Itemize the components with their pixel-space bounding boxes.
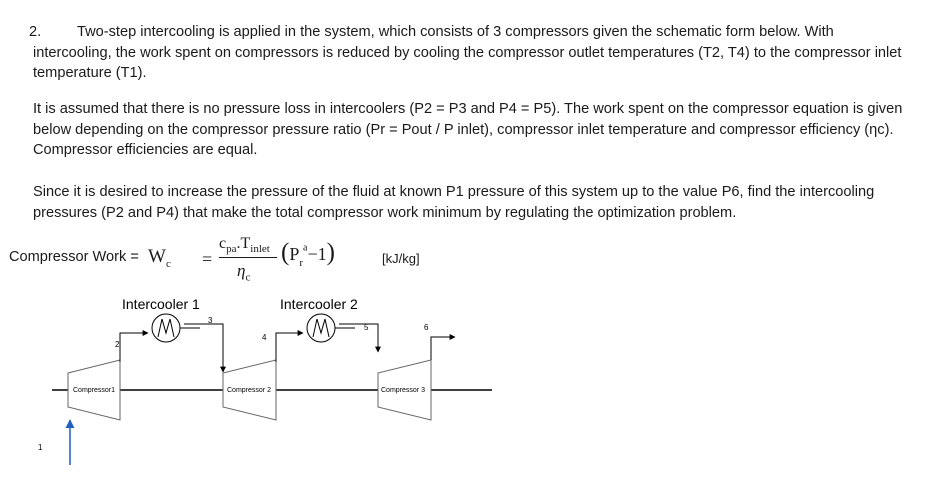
formula-denominator: ηc [237,261,251,284]
intercooler-2-coil-icon [312,318,330,338]
compressor-work-formula: Compressor Work = Wc = cpa.Tinlet ηc (Pr… [9,233,529,293]
compressor-3-label: Compressor 3 [381,387,425,394]
compressor-2 [222,359,277,421]
flow-4-line [275,330,304,362]
state-3-label: 3 [208,316,213,325]
formula-fraction-bar [219,257,277,258]
question-number: 2. [29,24,42,40]
intercooler-1-coil-icon [157,318,175,338]
state-6-label: 6 [424,323,429,332]
outlet-flow-arrow [430,334,456,360]
state-1-label: 1 [38,443,43,452]
state-5-label: 5 [364,323,369,332]
formula-pressure-term: (Pra−1) [281,239,335,269]
paragraph-2: It is assumed that there is no pressure … [33,101,903,158]
flow-5-line [339,323,381,353]
paragraph-3: Since it is desired to increase the pres… [33,184,875,221]
intercooler-1-label: Intercooler 1 [122,296,200,312]
formula-label: Compressor Work = [9,249,139,265]
intercooler-2-label: Intercooler 2 [280,296,358,312]
paragraph-1-text: Two-step intercooling is applied in the … [33,24,902,81]
paragraph-1: 2.Two-step intercooling is applied in th… [29,22,913,84]
formula-unit: [kJ/kg] [382,251,420,266]
flow-2-line [119,330,149,362]
formula-equals: = [202,249,213,269]
formula-lhs: Wc [148,246,171,270]
compressor-1 [67,359,121,421]
state-2-label: 2 [115,340,120,349]
intercooler-1 [151,313,181,343]
compressor-2-label: Compressor 2 [227,387,271,394]
formula-numerator: cpa.Tinlet [219,235,270,256]
compressor-1-label: Compressor1 [73,387,115,394]
compressor-3 [377,359,432,421]
intercooler-2 [306,313,336,343]
flow-3-line [184,323,226,373]
state-4-label: 4 [262,333,267,342]
intercooling-schematic: Compressor1 Compressor 2 Compressor 3 In… [38,296,492,465]
